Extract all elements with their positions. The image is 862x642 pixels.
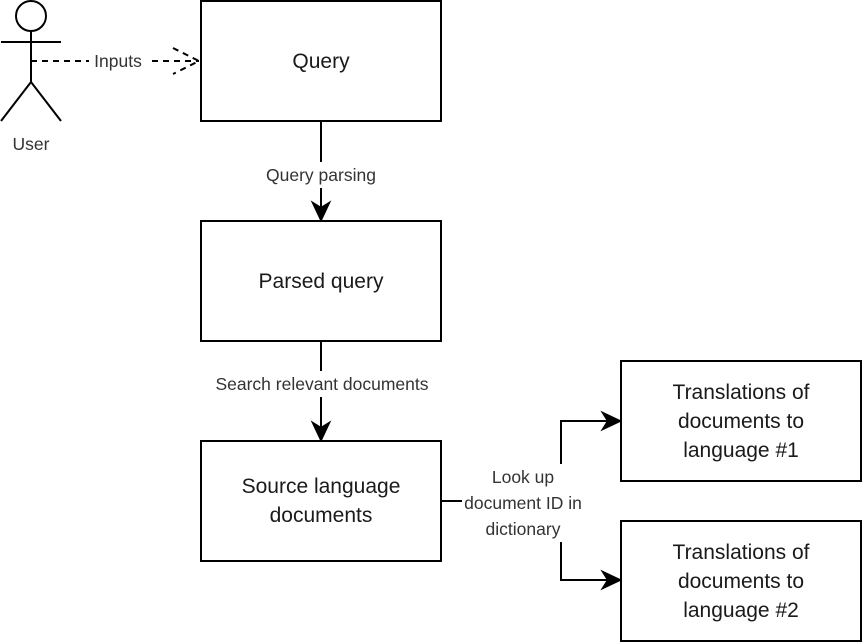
search-relevant-edge-label: Search relevant documents xyxy=(198,371,446,397)
inputs-edge-label: Inputs xyxy=(89,48,147,74)
translations-language-2-node[interactable]: Translations of documents to language #2 xyxy=(620,520,862,642)
parsed-query-node[interactable]: Parsed query xyxy=(200,220,442,342)
query-node[interactable]: Query xyxy=(200,0,442,122)
user-actor-icon xyxy=(0,0,62,122)
inputs-arrow xyxy=(31,47,202,75)
source-documents-node[interactable]: Source language documents xyxy=(200,440,442,562)
query-parsing-edge-label: Query parsing xyxy=(255,162,387,188)
user-label: User xyxy=(12,134,50,154)
lookup-edge-label: Look up document ID in dictionary xyxy=(462,464,584,542)
translations-language-1-node[interactable]: Translations of documents to language #1 xyxy=(620,360,862,482)
